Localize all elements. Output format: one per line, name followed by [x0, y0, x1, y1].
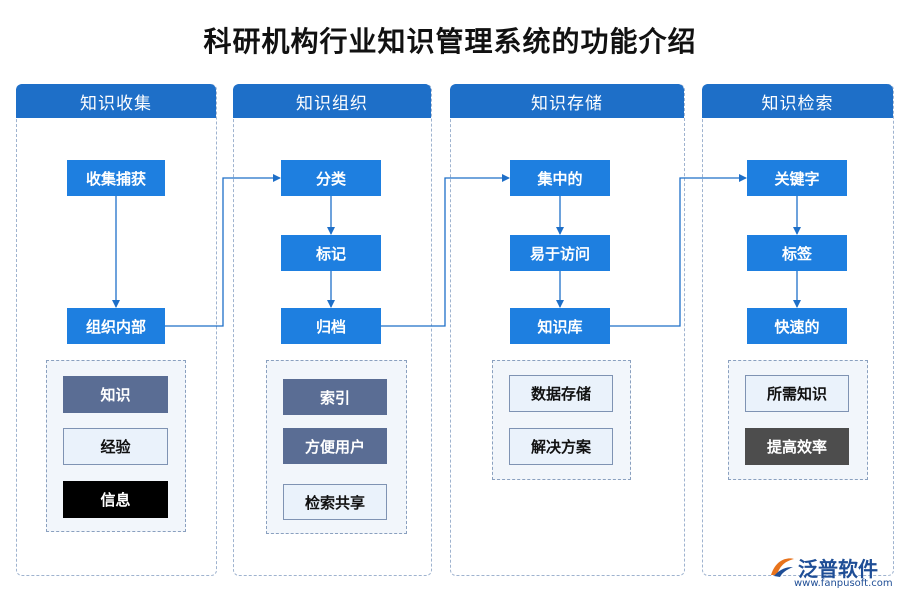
column-header-retrieval: 知识检索 [702, 84, 893, 118]
page-title: 科研机构行业知识管理系统的功能介绍 [203, 25, 697, 58]
brand-url: www.fanpusoft.com [794, 578, 893, 589]
brand-logo-icon [771, 558, 794, 577]
node-knowledge-base: 知识库 [510, 308, 610, 344]
group-item-knowledge: 知识 [63, 376, 168, 413]
node-keyword: 关键字 [747, 160, 847, 196]
brand-logo: 泛普软件 www.fanpusoft.com [768, 553, 893, 595]
node-centralized: 集中的 [510, 160, 610, 196]
group-item-data-storage: 数据存储 [509, 375, 613, 412]
node-archive: 归档 [281, 308, 381, 344]
group-item-improve-efficiency: 提高效率 [745, 428, 849, 465]
brand-name: 泛普软件 [798, 557, 878, 581]
node-tag: 标记 [281, 235, 381, 271]
column-header-organization: 知识组织 [233, 84, 431, 118]
group-item-index: 索引 [283, 379, 387, 415]
group-item-user-friendly: 方便用户 [283, 428, 387, 464]
group-item-experience: 经验 [63, 428, 168, 465]
group-item-solution: 解决方案 [509, 428, 613, 465]
column-header-collection: 知识收集 [16, 84, 216, 118]
column-header-storage: 知识存储 [450, 84, 684, 118]
node-classify: 分类 [281, 160, 381, 196]
node-fast: 快速的 [747, 308, 847, 344]
group-item-search-share: 检索共享 [283, 484, 387, 520]
node-easy-access: 易于访问 [510, 235, 610, 271]
node-collect-capture: 收集捕获 [67, 160, 165, 196]
node-label: 标签 [747, 235, 847, 271]
group-item-information: 信息 [63, 481, 168, 518]
node-internal-org: 组织内部 [67, 308, 165, 344]
group-item-required-knowledge: 所需知识 [745, 375, 849, 412]
